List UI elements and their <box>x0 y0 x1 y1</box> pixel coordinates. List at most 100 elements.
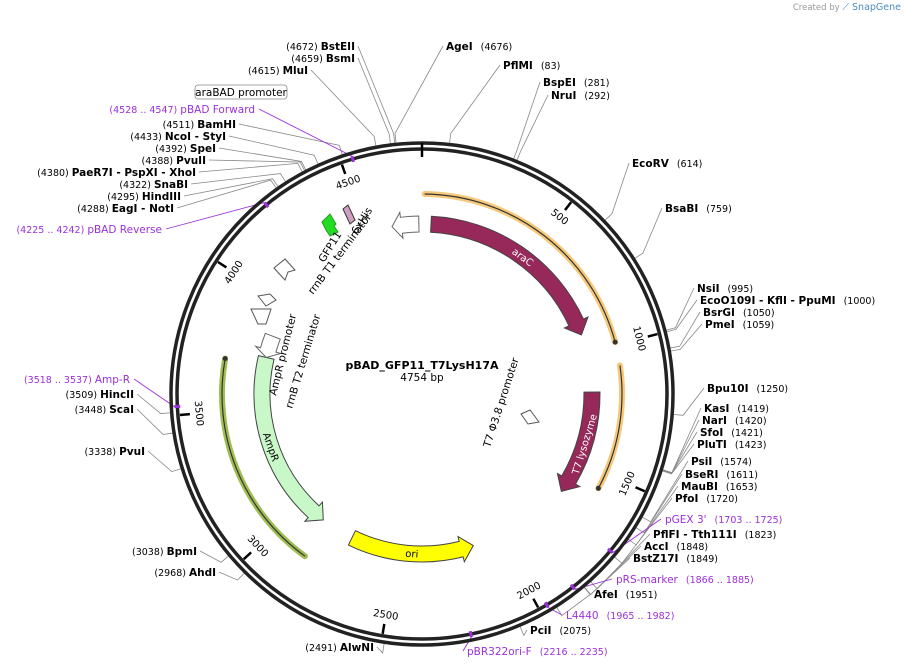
scale-tick-label: 2000 <box>515 580 543 602</box>
site-bamhi[interactable]: (4511) BamHI <box>163 119 236 131</box>
site-bsmi[interactable]: (4659) BsmI <box>291 53 355 65</box>
leader-line <box>190 173 287 185</box>
primer-pbr322ori-f[interactable]: pBR322ori-F(2216 .. 2235) <box>467 646 608 658</box>
scale-tick <box>217 260 228 269</box>
site-pflmi[interactable]: PflMI(83) <box>503 60 560 72</box>
primer-mark <box>263 201 270 209</box>
scale-tick <box>532 598 540 609</box>
site-nsii[interactable]: NsiI(995) <box>697 283 753 295</box>
site-eagi-noti[interactable]: (4288) EagI - NotI <box>77 203 174 215</box>
site-pluti[interactable]: PluTI(1423) <box>697 439 766 451</box>
site-afei[interactable]: AfeI(1951) <box>594 589 657 601</box>
site-agei[interactable]: AgeI(4676) <box>446 41 512 53</box>
highlight-arc-core <box>597 365 623 489</box>
arabad-label-box <box>194 84 288 100</box>
leader-line <box>198 162 304 174</box>
primer-amp-r[interactable]: (3518 .. 3537) Amp-R <box>24 374 130 386</box>
site-psii[interactable]: PsiI(1574) <box>691 456 752 468</box>
feature-arrow-t7-lysozyme[interactable] <box>556 391 601 492</box>
primer-prs-marker[interactable]: pRS-marker(1866 .. 1885) <box>616 574 754 586</box>
site-ecoo109i-kfli-ppumi[interactable]: EcoO109I - KflI - PpuMI(1000) <box>700 295 875 307</box>
leader-line <box>357 57 391 146</box>
site-spei[interactable]: (4392) SpeI <box>155 143 216 155</box>
feature-arrow-arabad-promoter[interactable] <box>391 210 420 240</box>
site-snabi[interactable]: (4322) SnaBI <box>119 179 188 191</box>
highlight-arc-end <box>612 339 618 345</box>
scale-tick <box>242 551 252 561</box>
scale-tick-label: 4500 <box>335 174 363 193</box>
arabad-label[interactable]: araBAD promoter <box>195 87 287 99</box>
primer-pbad-reverse[interactable]: (4225 .. 4242) pBAD Reverse <box>16 224 162 236</box>
leader-line <box>634 473 683 534</box>
site-ncoi-styi[interactable]: (4433) NcoI - StyI <box>130 131 226 143</box>
leader-line <box>449 64 501 145</box>
credit-prefix: Created by <box>792 3 840 13</box>
site-hincii[interactable]: (3509) HincII <box>65 389 134 401</box>
site-bsrgi[interactable]: BsrGI(1050) <box>703 307 775 319</box>
rrnb-t1-terminator-arrow[interactable] <box>273 258 296 281</box>
primer-l4440[interactable]: L4440(1965 .. 1982) <box>566 610 674 622</box>
scale-tick-label: 500 <box>548 207 570 227</box>
his-tag-arrow[interactable] <box>342 204 356 225</box>
site-bseri[interactable]: BseRI(1611) <box>685 469 758 481</box>
feature-arrow-ampr-promoter[interactable] <box>254 332 283 358</box>
leader-line <box>136 408 175 435</box>
site-sfoi[interactable]: SfoI(1421) <box>700 427 763 439</box>
scale-tick-label: 4000 <box>223 259 246 286</box>
primer-leader <box>258 108 353 157</box>
t7-promoter-arrow[interactable] <box>520 409 540 425</box>
leader-line <box>668 311 701 349</box>
ampr-promoter-arrow[interactable] <box>250 308 272 325</box>
scale-tick <box>564 201 573 211</box>
site-bpmi[interactable]: (3038) BpmI <box>132 546 197 558</box>
leader-line <box>238 123 344 156</box>
scale-tick-label: 1000 <box>630 325 647 352</box>
primer-mark <box>543 601 550 609</box>
site-bsabi[interactable]: BsaBI(759) <box>665 203 732 215</box>
leader-line <box>183 178 280 197</box>
leader-line <box>357 45 396 145</box>
leader-line <box>660 443 695 475</box>
site-acci[interactable]: AccI(1848) <box>644 541 708 553</box>
site-pflfi-tth111i[interactable]: PflFI - Tth111I(1823) <box>653 529 776 541</box>
highlight-arc-end <box>222 356 228 362</box>
site-ecorv[interactable]: EcoRV(614) <box>632 158 702 170</box>
primer-leader <box>133 378 175 407</box>
site-bpu10i[interactable]: Bpu10I(1250) <box>707 383 788 395</box>
site-pvuii[interactable]: (4388) PvuII <box>142 155 206 167</box>
site-alwni[interactable]: (2491) AlwNI <box>305 642 374 654</box>
site-pfoi[interactable]: PfoI(1720) <box>675 493 738 505</box>
site-scai[interactable]: (3448) ScaI <box>75 404 134 416</box>
site-paer7i-pspxi-xhoi[interactable]: (4380) PaeR7I - PspXI - XhoI <box>37 167 196 179</box>
leader-line <box>669 323 703 352</box>
feature-arrow-ampr[interactable] <box>253 354 324 522</box>
gfp11-arrow[interactable] <box>321 213 339 237</box>
leader-line <box>136 393 172 414</box>
plasmid-size: 4754 bp <box>400 372 444 384</box>
rrnb-t2-terminator-arrow[interactable] <box>257 293 277 307</box>
site-nari[interactable]: NarI(1420) <box>702 415 767 427</box>
site-bsteii[interactable]: (4672) BstEII <box>286 41 355 53</box>
feature-arrow-ori[interactable] <box>347 529 474 564</box>
site-maubi[interactable]: MauBI(1653) <box>681 481 758 493</box>
site-mlui[interactable]: (4615) MluI <box>248 65 308 77</box>
site-nrui[interactable]: NruI(292) <box>551 90 610 102</box>
leader-line <box>394 45 444 145</box>
rrnb-t1-label: rrnB T1 terminator <box>306 211 375 297</box>
snapgene-brand: ⟋ SnapGene <box>842 2 901 13</box>
site-ahdi[interactable]: (2968) AhdI <box>154 567 216 579</box>
leader-line <box>633 207 663 260</box>
feature-arrow-arac[interactable] <box>430 215 589 336</box>
site-bspei[interactable]: BspEI(281) <box>543 77 609 89</box>
site-pmei[interactable]: PmeI(1059) <box>705 319 774 331</box>
site-bstz17i[interactable]: BstZ17I(1849) <box>633 553 718 565</box>
site-pvui[interactable]: (3338) PvuI <box>84 446 145 458</box>
scale-tick <box>381 623 386 634</box>
primer-pbad-forward[interactable]: (4528 .. 4547) pBAD Forward <box>109 104 255 116</box>
site-kasi[interactable]: KasI(1419) <box>704 403 769 415</box>
primer-pgex-3-[interactable]: pGEX 3'(1703 .. 1725) <box>665 514 782 526</box>
site-pcii[interactable]: PciI(2075) <box>530 625 591 637</box>
site-hindiii[interactable]: (4295) HindIII <box>107 191 181 203</box>
leader-line <box>310 69 377 148</box>
snapgene-credit: Created by ⟋ SnapGene <box>793 2 901 13</box>
